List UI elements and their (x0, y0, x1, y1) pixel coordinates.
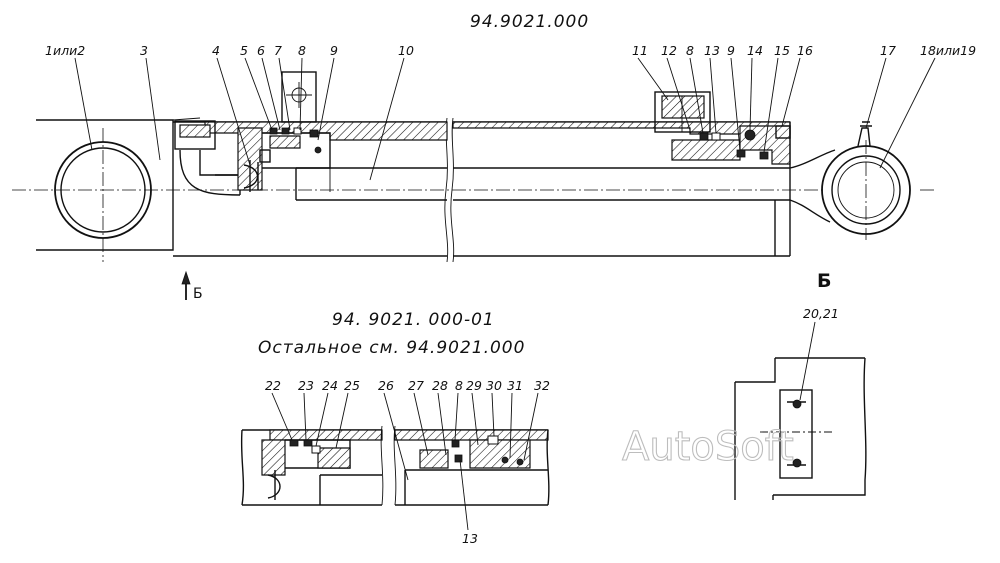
section-view-b: Б 20,21 (734, 270, 867, 500)
callout-13-bottom: 13 (462, 531, 478, 546)
callout-7: 7 (274, 43, 282, 58)
callout-15: 15 (774, 43, 790, 58)
callout-20-21: 20,21 (803, 306, 839, 321)
callout-26: 26 (378, 378, 394, 393)
callout-11: 11 (632, 43, 648, 58)
drawing-number-main: 94.9021.000 (470, 12, 589, 32)
callout-13: 13 (704, 43, 720, 58)
callout-25: 25 (344, 378, 360, 393)
callout-29: 29 (466, 378, 482, 393)
callout-30: 30 (486, 378, 502, 393)
callout-6: 6 (257, 43, 265, 58)
callout-17: 17 (880, 43, 896, 58)
drawing-number-variant: 94. 9021. 000-01 (332, 310, 495, 330)
callout-12: 12 (661, 43, 677, 58)
callout-8b: 8 (686, 43, 694, 58)
callouts-bottom: 22 23 24 25 26 27 28 8 29 30 31 32 13 (265, 378, 550, 546)
callout-8c: 8 (455, 378, 463, 393)
callout-3: 3 (140, 43, 148, 58)
callout-22: 22 (265, 378, 281, 393)
callout-4: 4 (212, 43, 220, 58)
callout-9b: 9 (727, 43, 735, 58)
callout-5: 5 (240, 43, 248, 58)
callout-24: 24 (322, 378, 338, 393)
main-assembly-view: Б (12, 71, 935, 302)
watermark: AutoSoft (622, 424, 794, 470)
callout-8a: 8 (298, 43, 306, 58)
callout-23: 23 (298, 378, 314, 393)
variant-detail-view (240, 425, 550, 506)
callout-18-19: 18или19 (920, 43, 976, 58)
callouts-top: 1или2 3 4 5 6 7 8 9 10 11 12 8 13 9 14 1… (45, 43, 976, 181)
callout-1-2: 1или2 (45, 43, 85, 58)
callout-31: 31 (507, 378, 523, 393)
callout-28: 28 (432, 378, 448, 393)
callout-9a: 9 (330, 43, 338, 58)
callout-14: 14 (747, 43, 763, 58)
callout-16: 16 (797, 43, 813, 58)
section-view-label: Б (817, 270, 831, 292)
callout-32: 32 (534, 378, 550, 393)
section-arrow-label: Б (193, 286, 203, 302)
callout-27: 27 (408, 378, 424, 393)
variant-note: Остальное см. 94.9021.000 (258, 338, 525, 358)
callout-10: 10 (398, 43, 414, 58)
